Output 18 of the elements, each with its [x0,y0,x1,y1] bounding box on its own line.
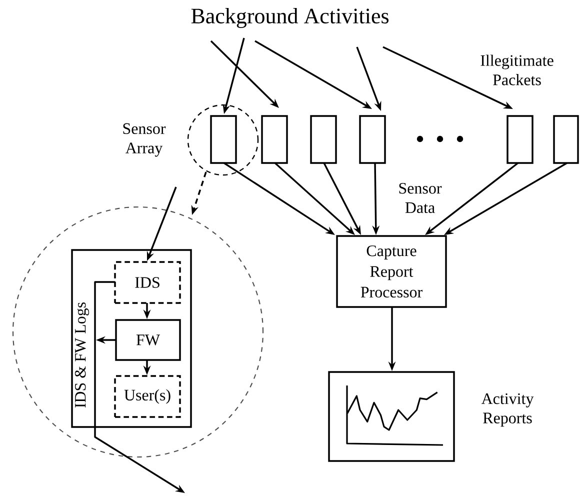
sensor-box [506,115,534,164]
annotation-label: Illegitimate Packets [480,54,554,86]
dashed-circle [12,206,264,458]
chart-box [328,371,455,462]
dashed-circle [187,104,259,176]
process-box: User(s) [114,375,181,418]
process-box: Capture Report Processor [336,235,447,308]
chart-caption: Activity Reports [481,393,534,427]
annotation-label: Sensor Array [123,123,166,157]
process-box: IDS [114,261,181,304]
heading: Background Activities [191,8,389,28]
sensor-box [261,115,288,164]
process-box: FW [115,319,181,361]
annotation-label: Sensor Data [399,182,442,214]
sensor-box [210,115,237,164]
sensor-box [310,115,337,164]
sensor-box [553,115,579,164]
sensor-box [359,115,386,164]
